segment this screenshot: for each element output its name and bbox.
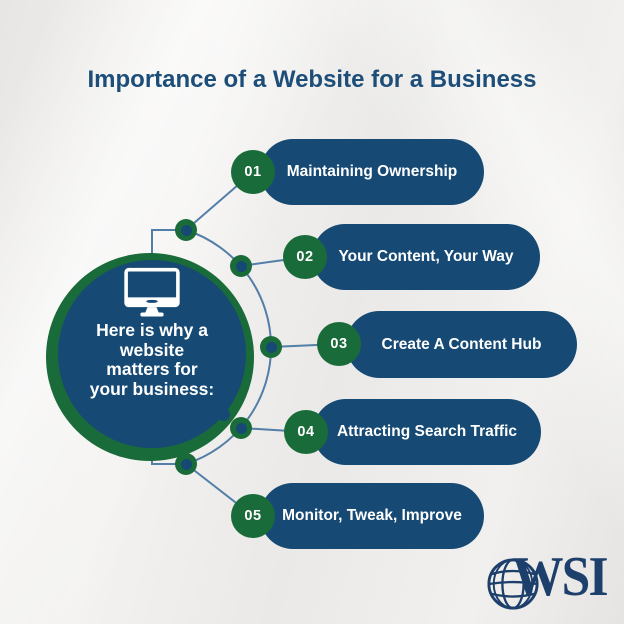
item-pill-3: Create A Content Hub (346, 311, 577, 378)
junction-dot-3 (260, 336, 282, 358)
central-circle-text: Here is why a website matters for your b… (58, 320, 246, 399)
item-pill-2: Your Content, Your Way (312, 224, 540, 290)
item-number-badge-1: 01 (231, 150, 275, 194)
junction-dot-5 (175, 453, 197, 475)
item-number-badge-5: 05 (231, 494, 275, 538)
center-line-2: website (119, 339, 185, 360)
globe-icon (487, 558, 539, 610)
item-pill-4: Attracting Search Traffic (313, 399, 541, 465)
junction-dot-2 (230, 255, 252, 277)
decorative-dot (217, 408, 230, 421)
item-pill-1: Maintaining Ownership (260, 139, 484, 205)
central-circle: Here is why a website matters for your b… (46, 253, 254, 461)
item-number-badge-3: 03 (317, 322, 361, 366)
logo-text: WSI (512, 546, 609, 608)
central-circle-inner: Here is why a website matters for your b… (58, 260, 246, 448)
center-line-4: your business: (89, 378, 215, 399)
junction-dot-1 (175, 219, 197, 241)
wsi-logo: WSI (486, 546, 618, 613)
item-number-badge-4: 04 (284, 410, 328, 454)
junction-dot-4 (230, 417, 252, 439)
center-line-1: Here is why a (96, 320, 208, 340)
monitor-icon (124, 267, 180, 317)
page-title: Importance of a Website for a Business (87, 66, 537, 93)
item-number-badge-2: 02 (283, 235, 327, 279)
item-pill-5: Monitor, Tweak, Improve (260, 483, 484, 549)
center-line-3: matters for (106, 359, 198, 379)
